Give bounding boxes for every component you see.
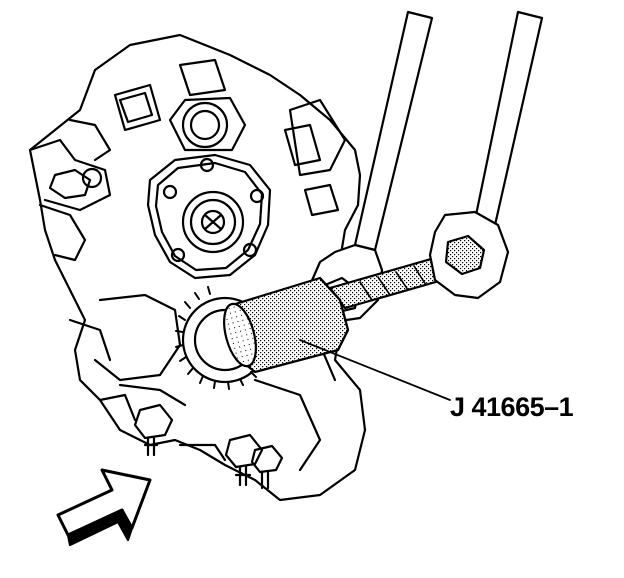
cover-bolt (170, 247, 186, 263)
wrench-right-handle (473, 10, 544, 227)
upper-right-pocket (288, 98, 347, 177)
lower-bolt-center (224, 433, 264, 487)
cover-bolt (199, 157, 215, 173)
left-bracket (28, 138, 112, 212)
lower-bolt-right (250, 444, 284, 490)
cover-bolt (249, 188, 265, 204)
front-cover-plate (146, 153, 272, 280)
socket-tool-face (223, 302, 257, 368)
upper-pocket-2 (178, 58, 227, 97)
engine-block-outline (28, 33, 367, 502)
tool-callout-label: J 41665–1 (450, 392, 574, 422)
sensor-boss (181, 101, 229, 149)
cover-bolt (162, 184, 178, 200)
left-boss (81, 167, 103, 189)
wrench-right-jaw-nut (444, 234, 486, 276)
wrench-left-handle (353, 10, 434, 252)
leader-line (299, 339, 451, 401)
lower-bolt-left (133, 403, 174, 457)
camshaft-hub (181, 190, 245, 254)
upper-pocket-1 (113, 83, 162, 132)
direction-arrow (56, 468, 152, 547)
cover-bolt (242, 242, 258, 258)
camshaft-center-bolt (200, 209, 226, 235)
